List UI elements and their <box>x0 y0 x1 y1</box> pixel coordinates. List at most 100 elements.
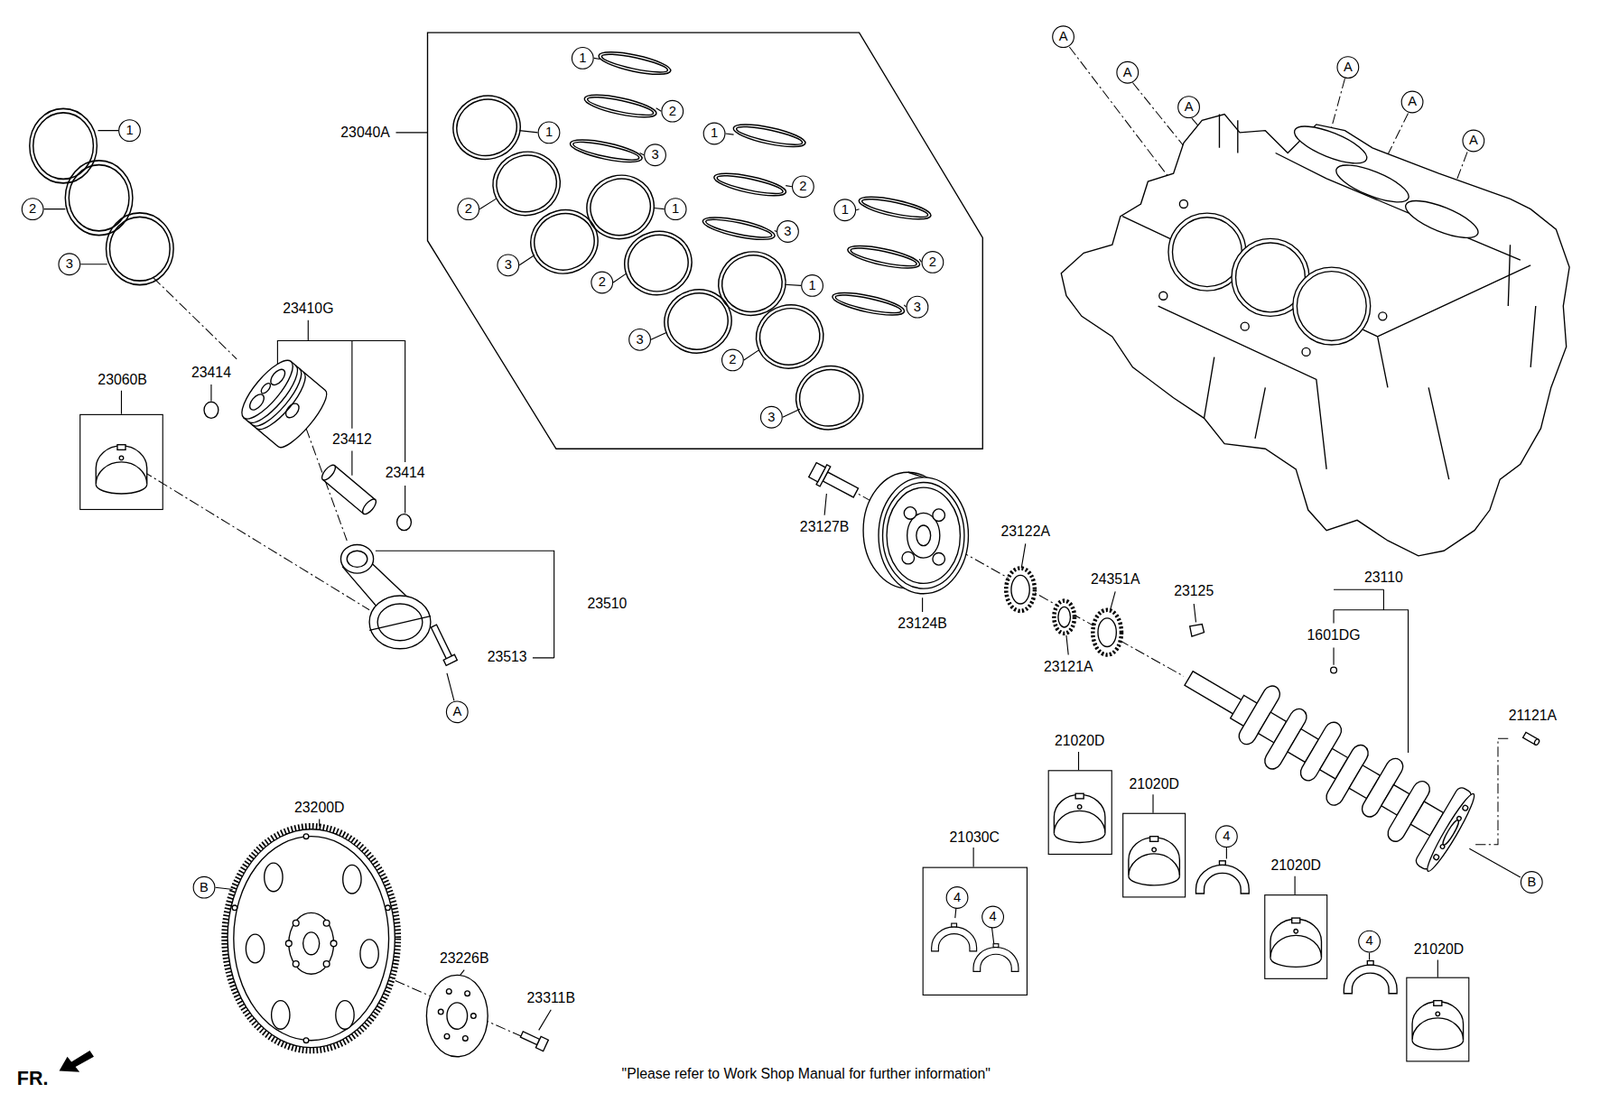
piston-ring <box>568 135 644 168</box>
callout-circle: A <box>1461 130 1485 153</box>
piston-ring <box>701 213 777 245</box>
piston-ring <box>711 244 793 324</box>
piston-ring <box>617 223 699 303</box>
callout-number: 3 <box>783 223 791 239</box>
callout-circle: 3 <box>906 296 930 319</box>
drive-plate <box>224 826 399 1052</box>
callout-number: 2 <box>669 103 677 119</box>
parts-box: 21030C44 <box>922 867 1028 996</box>
callout-number: 3 <box>651 148 659 163</box>
center-line <box>1474 738 1508 846</box>
sprocket <box>1092 610 1122 656</box>
part-number: 23124B <box>896 616 949 633</box>
drive-plate <box>335 1001 354 1031</box>
crank-pulley <box>902 551 915 565</box>
cylinder-block <box>1159 291 1168 300</box>
callout-number: 1 <box>841 203 849 218</box>
connecting-rod <box>369 616 431 632</box>
adapter-plate <box>426 975 488 1057</box>
part-number: 21020D <box>1413 941 1464 958</box>
part-number: 23226B <box>438 951 491 968</box>
bearing-shell <box>1412 1001 1464 1051</box>
bearing-shell <box>95 445 1463 1051</box>
piston <box>234 353 334 454</box>
callout-number: A <box>1343 60 1353 75</box>
callout-circle: 1 <box>664 197 688 221</box>
callout-number: A <box>1123 65 1133 80</box>
callout-number: 2 <box>598 275 606 290</box>
piston-ring <box>731 120 807 152</box>
drive-plate <box>292 920 299 927</box>
crank-pulley <box>932 553 946 567</box>
piston-pin <box>319 463 379 517</box>
drive-plate <box>360 939 379 969</box>
callout-circle: A <box>1336 55 1359 79</box>
part-number: 21020D <box>1271 858 1321 875</box>
callout-circle: 2 <box>791 175 815 198</box>
callout-number: 2 <box>929 254 937 270</box>
crank-pulley <box>883 483 965 590</box>
callout-number: B <box>199 880 209 895</box>
woodruff-key <box>1190 624 1205 638</box>
cylinder-block <box>1240 322 1249 331</box>
cylinder-block <box>1293 267 1371 345</box>
callout-number: 2 <box>28 202 37 217</box>
steel-ball <box>1330 667 1338 674</box>
callout-circle: A <box>1116 61 1139 84</box>
callout-circle: 1 <box>118 119 141 142</box>
callout-circle: 4 <box>946 886 969 910</box>
snap-ring <box>204 401 219 419</box>
adapter-plate <box>426 975 488 1057</box>
flywheel-bolt <box>520 1032 540 1046</box>
part-number: 23510 <box>586 595 628 612</box>
callout-circle: 1 <box>571 46 595 70</box>
piston-ring <box>523 202 605 281</box>
callout-circle: 3 <box>57 252 81 276</box>
part-number: 23121A <box>1042 659 1095 675</box>
crankshaft <box>1456 816 1462 822</box>
drive-plate <box>303 834 309 840</box>
crank-pulley <box>916 525 931 547</box>
callout-number: 2 <box>799 179 807 195</box>
callout-circle: 2 <box>456 197 480 221</box>
connecting-rod <box>443 654 457 666</box>
piston-ring <box>596 47 672 80</box>
thrust-washer <box>973 944 1019 973</box>
bearing-shell <box>1053 793 1106 843</box>
crankshaft <box>1461 804 1470 812</box>
piston-ring <box>657 281 739 361</box>
parts-set-outline <box>427 32 984 449</box>
sprocket <box>1097 618 1117 648</box>
drive-plate <box>232 905 238 912</box>
part-number: 23513 <box>486 649 529 665</box>
crankshaft <box>1439 844 1445 850</box>
callout-number: 3 <box>635 332 643 347</box>
crankshaft <box>1423 790 1480 875</box>
part-number: 23122A <box>999 523 1052 540</box>
part-number: 21020D <box>1054 734 1105 750</box>
callout-circle: 2 <box>21 197 45 221</box>
cylinder-block <box>1302 347 1311 356</box>
leader-line <box>1333 589 1408 754</box>
callout-number: A <box>1184 100 1194 115</box>
leader-line <box>479 57 921 418</box>
callout-number: B <box>1526 874 1536 890</box>
parts-box: 21020D <box>1048 770 1113 856</box>
part-number: 23125 <box>1172 584 1215 600</box>
piston-ring <box>65 160 133 236</box>
connecting-rod <box>430 624 453 661</box>
adapter-plate <box>444 1033 450 1040</box>
sprocket <box>1058 606 1071 628</box>
part-number: 23414 <box>190 365 233 382</box>
thrust-washer <box>1343 961 1397 995</box>
cylinder-block <box>1401 193 1483 245</box>
dowel-pin <box>1533 738 1540 746</box>
leader-line <box>211 320 406 514</box>
part-number: 23040A <box>340 124 391 140</box>
drive-plate <box>303 932 320 956</box>
steel-ball <box>1330 667 1338 674</box>
piston-pin <box>360 497 379 517</box>
callout-circle: 1 <box>800 274 824 298</box>
